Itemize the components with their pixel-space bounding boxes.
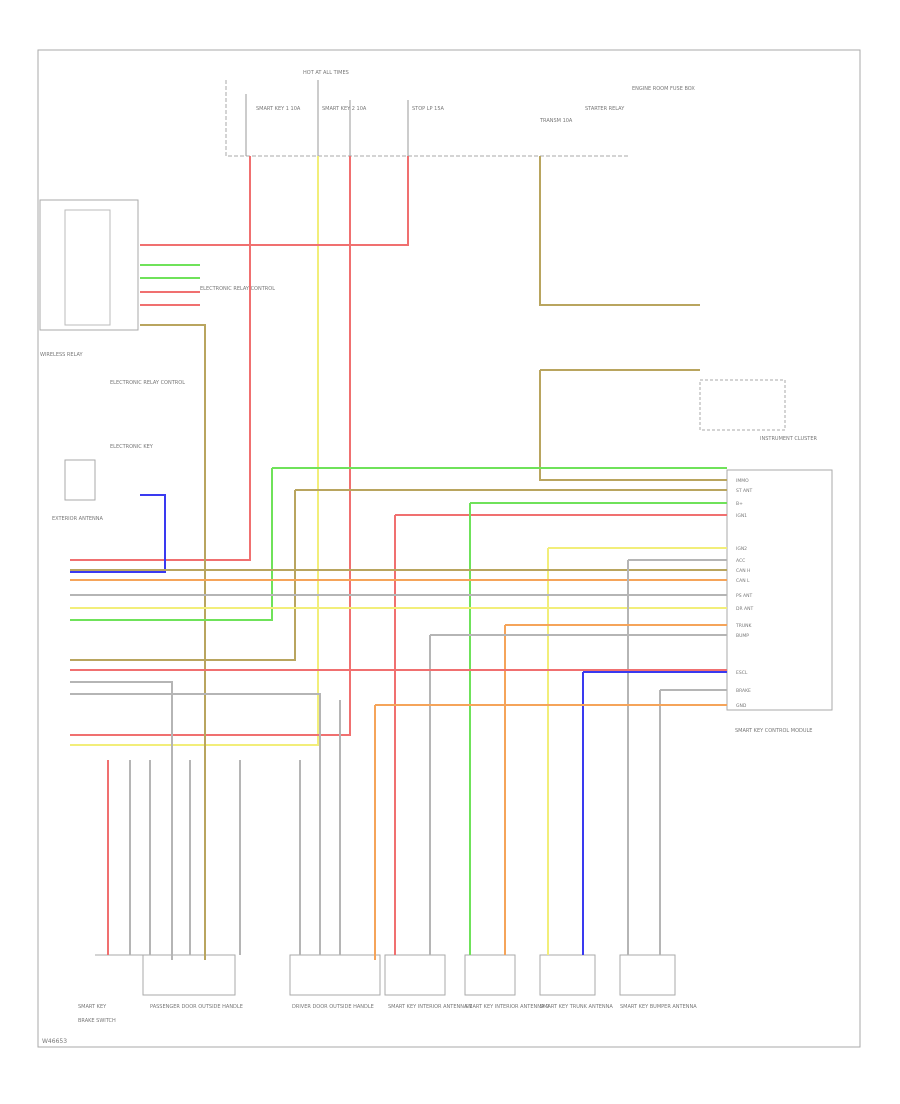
pin-label: IGN1 <box>736 513 747 519</box>
bottom-label-5: SMART KEY INTERIOR ANTENNA 2 <box>465 1004 549 1010</box>
pin-label: IGN2 <box>736 546 747 552</box>
outer-frame <box>37 49 861 1048</box>
pin-label: ST ANT <box>736 488 752 494</box>
ignition-label: ELECTRONIC KEY <box>110 444 154 450</box>
pin-label: IMMO <box>736 478 749 484</box>
wire-gray-35 <box>70 693 321 955</box>
fuse-5-label: STARTER RELAY <box>585 106 625 112</box>
bottom-label-2: PASSENGER DOOR OUTSIDE HANDLE <box>150 1004 243 1010</box>
pin-label: ESCL <box>736 670 748 676</box>
smart-key-module <box>726 469 833 711</box>
interior-antenna-2-box <box>464 954 516 996</box>
bottom-label-3: DRIVER DOOR OUTSIDE HANDLE <box>292 1004 374 1010</box>
pin-label: DR ANT <box>736 606 753 612</box>
fuse-box-outline <box>225 80 630 157</box>
instrument-cluster <box>699 379 786 431</box>
wire-green-14 <box>70 468 273 621</box>
bottom-label-1: SMART KEY <box>78 1004 107 1010</box>
bottom-label-1b: BRAKE SWITCH <box>78 1018 116 1024</box>
wire-olive-4 <box>539 156 700 306</box>
wire-gray-34 <box>70 681 173 960</box>
pin-label: GND <box>736 703 747 709</box>
top-junction-label: HOT AT ALL TIMES <box>303 70 349 76</box>
blue-group-label: EXTERIOR ANTENNA <box>52 516 104 522</box>
footer-code: W46653 <box>42 1038 67 1045</box>
pin-label: BUMP <box>736 633 749 639</box>
relay-note-label: ELECTRONIC RELAY CONTROL <box>110 380 185 386</box>
bottom-label-7: SMART KEY BUMPER ANTENNA <box>620 1004 697 1010</box>
pin-label: CAN L <box>736 578 750 584</box>
pin-label: B+ <box>736 501 743 507</box>
bottom-label-6: SMART KEY TRUNK ANTENNA <box>540 1004 613 1010</box>
passenger-handle-box <box>142 954 236 996</box>
fuse-box-label: ENGINE ROOM FUSE BOX <box>632 86 695 92</box>
wire-yellow-1 <box>70 156 319 746</box>
relay-inner <box>64 209 111 326</box>
wire-olive-9 <box>140 324 206 960</box>
fuse-4-label: TRANSM 10A <box>539 118 573 124</box>
wire-layer <box>70 156 727 960</box>
wire-red-0 <box>70 156 251 561</box>
pin-label: PS ANT <box>736 593 752 599</box>
pin-label: ACC <box>736 558 745 564</box>
fuse-1-label: SMART KEY 1 10A <box>256 106 301 112</box>
fuse-2-label: SMART KEY 2 10A <box>322 106 367 112</box>
pin-label: CAN H <box>736 568 750 574</box>
bottom-label-4: SMART KEY INTERIOR ANTENNA 1 <box>388 1004 472 1010</box>
relay-box <box>39 199 139 331</box>
wire-olive-12 <box>539 370 727 481</box>
pin-label: BRAKE <box>736 688 751 694</box>
pin-label: TRUNK <box>735 623 753 629</box>
wire-red-2 <box>70 156 351 736</box>
smart-key-module-label: SMART KEY CONTROL MODULE <box>735 728 812 734</box>
relay-box-label: WIRELESS RELAY <box>40 352 83 358</box>
driver-handle-box <box>289 954 381 996</box>
relay-group-label: ELECTRONIC RELAY CONTROL <box>200 286 275 292</box>
interior-antenna-1-box <box>384 954 446 996</box>
wire-red-3 <box>140 156 409 246</box>
wire-blue-10 <box>70 494 166 573</box>
bumper-antenna-box <box>619 954 676 996</box>
wire-olive-16 <box>70 490 296 661</box>
cluster-label: INSTRUMENT CLUSTER <box>760 436 818 442</box>
ignition-switch <box>64 459 96 501</box>
trunk-antenna-box <box>539 954 596 996</box>
fuse-3-label: STOP LP 15A <box>412 106 445 112</box>
